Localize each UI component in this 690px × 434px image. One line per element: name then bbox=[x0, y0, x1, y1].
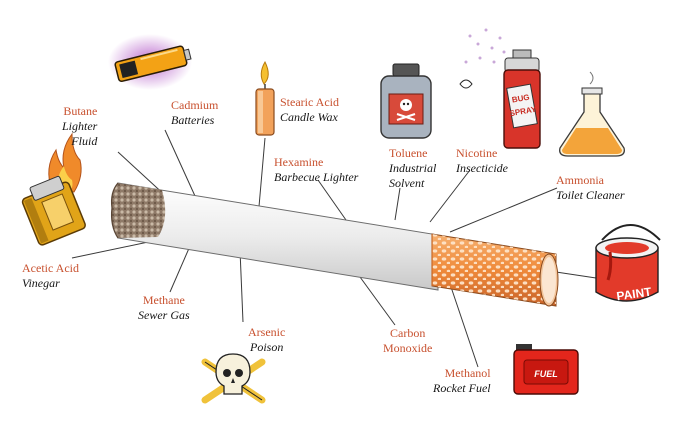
chemical-name: Butane bbox=[63, 104, 98, 118]
label-carbon-monoxide: Carbon Monoxide bbox=[383, 326, 432, 356]
chemical-use: Fluid bbox=[71, 134, 98, 148]
chemical-name: Acetic Acid bbox=[22, 261, 79, 275]
chemical-use: Barbecue Lighter bbox=[274, 170, 359, 184]
chemical-use: Vinegar bbox=[22, 276, 60, 290]
label-butane: Butane Lighter Fluid bbox=[62, 104, 97, 149]
chemical-name: Nicotine bbox=[456, 146, 498, 160]
candle-icon bbox=[255, 60, 275, 136]
chemical-use: Insecticide bbox=[456, 161, 508, 175]
label-toluene: Toluene Industrial Solvent bbox=[389, 146, 436, 191]
paint-can-label: PAINT bbox=[616, 285, 653, 304]
chemical-use: Rocket Fuel bbox=[433, 381, 491, 395]
label-stearic-acid: Stearic Acid Candle Wax bbox=[280, 95, 339, 125]
chemical-use: Toilet Cleaner bbox=[556, 188, 625, 202]
chemical-use: Monoxide bbox=[383, 341, 433, 355]
chemical-use: Industrial bbox=[389, 161, 437, 175]
chemical-use: Candle Wax bbox=[280, 110, 338, 124]
chemical-name: Ammonia bbox=[556, 173, 604, 187]
fuel-can-label: FUEL bbox=[534, 369, 558, 379]
skull-crossbones-icon bbox=[201, 353, 266, 404]
cigarette-icon bbox=[110, 182, 559, 307]
chemical-use: Solvent bbox=[389, 176, 425, 190]
chemical-name: Cadmium bbox=[171, 98, 219, 112]
chemical-use: Lighter bbox=[62, 119, 98, 133]
paint-can-icon: PAINT bbox=[595, 224, 661, 304]
chemical-use: Sewer Gas bbox=[138, 308, 190, 322]
label-ammonia: Ammonia Toilet Cleaner bbox=[556, 173, 625, 203]
battery-icon bbox=[108, 34, 192, 90]
label-methanol: Methanol Rocket Fuel bbox=[433, 366, 491, 396]
fuel-can-icon: FUEL bbox=[513, 344, 579, 395]
label-nicotine: Nicotine Insecticide bbox=[456, 146, 508, 176]
spray-can-icon: BUG SPRAY bbox=[459, 28, 541, 149]
lighter-icon bbox=[21, 132, 86, 246]
spray-can-label: BUG bbox=[511, 93, 530, 105]
label-hexamine: Hexamine Barbecue Lighter bbox=[274, 155, 358, 185]
chemical-use: Poison bbox=[249, 340, 284, 354]
chemical-name: Toluene bbox=[389, 146, 428, 160]
chemical-name: Carbon bbox=[390, 326, 426, 340]
chemical-name: Arsenic bbox=[248, 325, 286, 339]
chemical-name: Stearic Acid bbox=[280, 95, 339, 109]
chemical-name: Methane bbox=[142, 293, 185, 307]
flask-icon bbox=[559, 71, 625, 157]
chemical-name: Methanol bbox=[444, 366, 491, 380]
toxic-bottle-icon bbox=[380, 63, 432, 139]
chemical-use: Batteries bbox=[171, 113, 215, 127]
label-methane: Methane Sewer Gas bbox=[138, 293, 190, 323]
chemical-name: Hexamine bbox=[274, 155, 324, 169]
label-cadmium: Cadmium Batteries bbox=[171, 98, 218, 128]
leader-lines bbox=[71, 129, 597, 368]
label-acetic-acid: Acetic Acid Vinegar bbox=[22, 261, 79, 291]
label-arsenic: Arsenic Poison bbox=[248, 325, 285, 355]
